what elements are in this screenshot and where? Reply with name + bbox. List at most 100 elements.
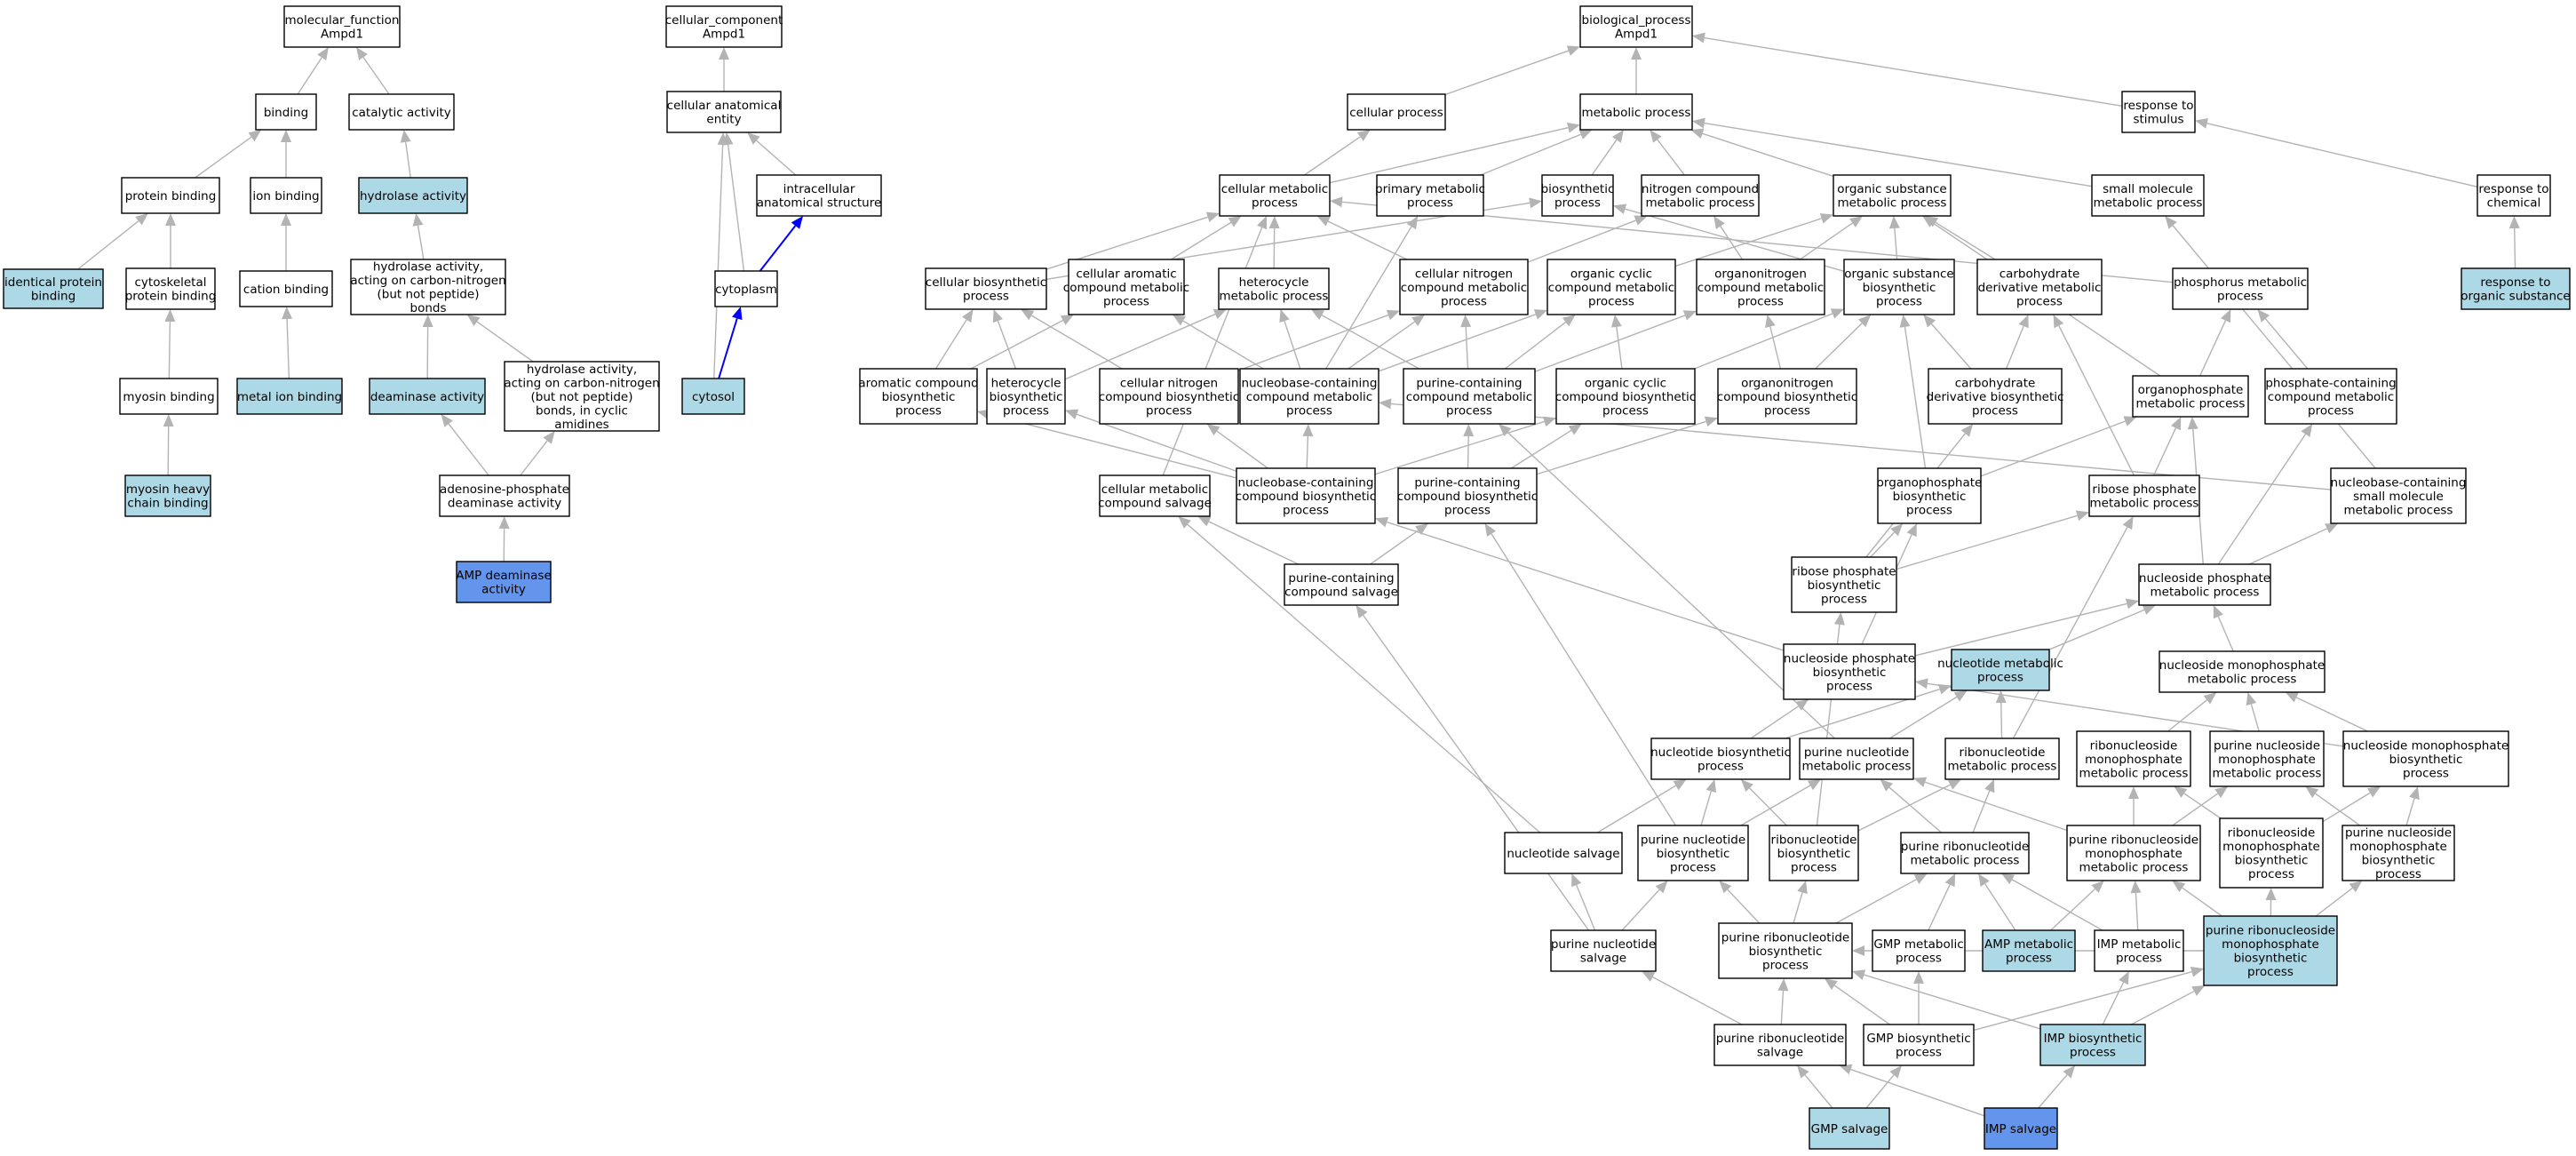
node-label-line: process (1906, 503, 1952, 517)
edge-cellnitromet-to-nitromet (1527, 215, 1648, 263)
node-hydrocyclic[interactable]: hydrolase activity,acting on carbon-nitr… (504, 361, 660, 432)
node-cationbind[interactable]: cation binding (239, 270, 333, 307)
node-myosinbind[interactable]: myosin binding (119, 378, 219, 415)
node-cytoplasm[interactable]: cytoplasm (714, 270, 778, 307)
node-ionbind[interactable]: ion binding (250, 177, 322, 214)
edge-line (1284, 321, 1301, 370)
node-metalion[interactable]: metal ion binding (236, 378, 343, 415)
node-cytosol[interactable]: cytosol (681, 378, 745, 415)
node-metproc[interactable]: metabolic process (1579, 93, 1693, 131)
node-purnsmonomet[interactable]: purine nucleosidemonophosphatemetabolic … (2209, 730, 2325, 787)
node-catalytic[interactable]: catalytic activity (348, 93, 455, 131)
node-purribnsmonomet[interactable]: purine ribonucleosidemonophosphatemetabo… (2066, 825, 2201, 881)
node-label-line: purine-containing (1414, 475, 1520, 490)
node-protbind[interactable]: protein binding (121, 177, 220, 214)
node-label-line: cellular nitrogen (1415, 267, 1513, 281)
node-cellproc[interactable]: cellular process (1347, 93, 1446, 131)
node-impsalv[interactable]: IMP salvage (1984, 1107, 2058, 1150)
node-binding[interactable]: binding (255, 93, 317, 131)
edge-arrowhead (2221, 309, 2231, 323)
node-purnsmonobio[interactable]: purine nucleosidemonophosphatebiosynthet… (2341, 825, 2455, 881)
node-label-line: purine nucleotide (1804, 745, 1909, 760)
node-hydrolase[interactable]: hydrolase activity (358, 177, 468, 214)
edge-adpdeam-to-hydrocyclic (520, 431, 555, 476)
node-deaminase[interactable]: deaminase activity (369, 378, 486, 415)
node-hydrocn[interactable]: hydrolase activity,acting on carbon-nitr… (350, 259, 506, 315)
node-ribnsmonobio[interactable]: ribonucleosidemonophosphatebiosyntheticp… (2219, 817, 2324, 889)
node-nsmonobio[interactable]: nucleoside monophosphatebiosyntheticproc… (2342, 730, 2509, 787)
edge-arrowhead (165, 213, 176, 226)
node-box (1546, 259, 1676, 315)
edge-orgcycmet-to-orgsubmet (1674, 213, 1833, 267)
node-nucsalv[interactable]: nucleotide salvage (1504, 832, 1623, 874)
node-purribnsmonobio[interactable]: purine ribonucleosidemonophosphatebiosyn… (2203, 915, 2338, 986)
node-gmpsalv[interactable]: GMP salvage (1809, 1107, 1890, 1150)
